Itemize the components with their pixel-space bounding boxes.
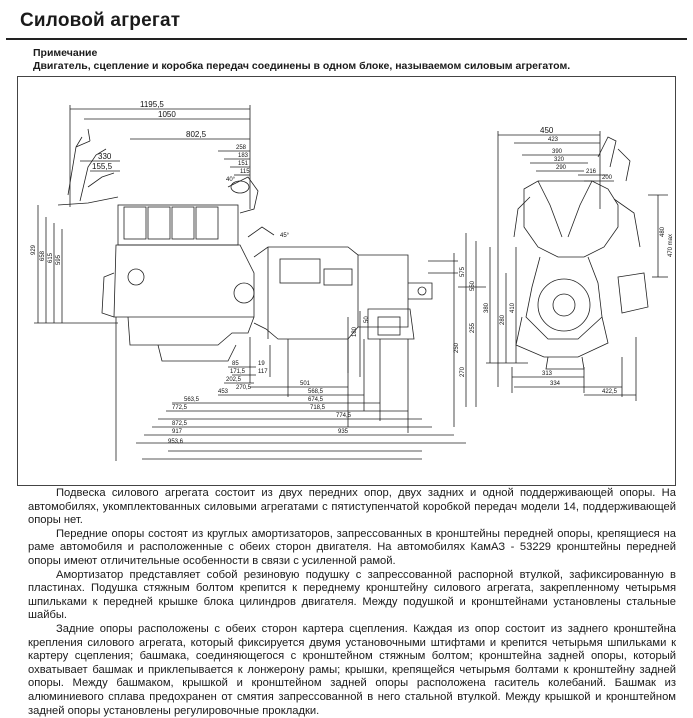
dim-450: 450: [540, 126, 554, 135]
dim-180: 180: [352, 326, 358, 337]
dim-658: 658: [40, 250, 46, 261]
angle-40: 40°: [226, 177, 236, 183]
dim-575: 575: [460, 266, 466, 277]
dim-19: 19: [258, 361, 265, 367]
dim-410: 410: [510, 302, 516, 313]
dim-595: 595: [56, 254, 62, 265]
dim-330: 330: [98, 152, 112, 161]
dim-334: 334: [550, 381, 561, 387]
dim-250: 250: [454, 342, 460, 353]
engine-technical-drawing: 1195,5 1050 802,5 258 183 151 115 330 15…: [31, 100, 674, 461]
dim-200: 200: [602, 175, 613, 181]
dim-155-5: 155,5: [92, 162, 113, 171]
dim-802-5: 802,5: [186, 130, 207, 139]
dim-470-max: 470 max: [668, 234, 674, 257]
dim-563-5: 563,5: [184, 397, 200, 403]
note-text: Двигатель, сцепление и коробка передач с…: [33, 60, 571, 72]
dim-270-5: 270,5: [236, 385, 252, 391]
title-bar: Силовой агрегат: [6, 6, 687, 40]
dim-171-5: 171,5: [230, 369, 246, 375]
dim-50: 50: [364, 316, 370, 323]
dim-568-5: 568,5: [308, 389, 324, 395]
paragraph: Задние опоры расположены с обеих сторон …: [28, 622, 676, 717]
description-text: Подвеска силового агрегата состоит из дв…: [28, 487, 676, 718]
dim-280: 280: [500, 314, 506, 325]
dim-151: 151: [238, 161, 249, 167]
paragraph: Подвеска силового агрегата состоит из дв…: [28, 487, 676, 527]
paragraph: Амортизатор представляет собой резиновую…: [28, 568, 676, 622]
dim-550: 550: [470, 280, 476, 291]
dim-1050: 1050: [158, 110, 176, 119]
dim-501: 501: [300, 381, 311, 387]
dim-255: 255: [470, 322, 476, 333]
dim-423: 423: [548, 137, 559, 143]
dim-380: 380: [484, 302, 490, 313]
dim-290: 290: [556, 165, 567, 171]
dim-774-5: 774,5: [336, 413, 352, 419]
angle-45: 45°: [280, 233, 290, 239]
dim-183: 183: [238, 153, 249, 159]
page-title: Силовой агрегат: [20, 10, 181, 31]
dim-917: 917: [172, 429, 183, 435]
note-heading: Примечание: [33, 47, 98, 59]
dim-772-5: 772,5: [172, 405, 188, 411]
dim-216: 216: [586, 169, 597, 175]
dim-390: 390: [552, 149, 563, 155]
dim-935: 935: [338, 429, 349, 435]
dim-929: 929: [31, 244, 37, 255]
dim-718-5: 718,5: [310, 405, 326, 411]
dim-117: 117: [258, 369, 268, 375]
dim-480: 480: [660, 226, 666, 237]
paragraph: Передние опоры состоят из круглых аморти…: [28, 527, 676, 567]
dim-258: 258: [236, 145, 247, 151]
dim-85: 85: [232, 361, 239, 367]
dim-1195-5: 1195,5: [140, 100, 164, 109]
dim-313: 313: [542, 371, 553, 377]
power-unit-drawing: 1195,5 1050 802,5 258 183 151 115 330 15…: [17, 76, 676, 486]
dim-422-5: 422,5: [602, 389, 618, 395]
dim-320: 320: [554, 157, 565, 163]
dim-953-6: 953,6: [168, 439, 184, 445]
dim-202-5: 202,5: [226, 377, 242, 383]
dim-872-5: 872,5: [172, 421, 188, 427]
dim-615: 615: [48, 252, 54, 263]
dim-453: 453: [218, 389, 229, 395]
dim-674-5: 674,5: [308, 397, 324, 403]
dim-115: 115: [240, 169, 250, 175]
dim-270: 270: [460, 366, 466, 377]
